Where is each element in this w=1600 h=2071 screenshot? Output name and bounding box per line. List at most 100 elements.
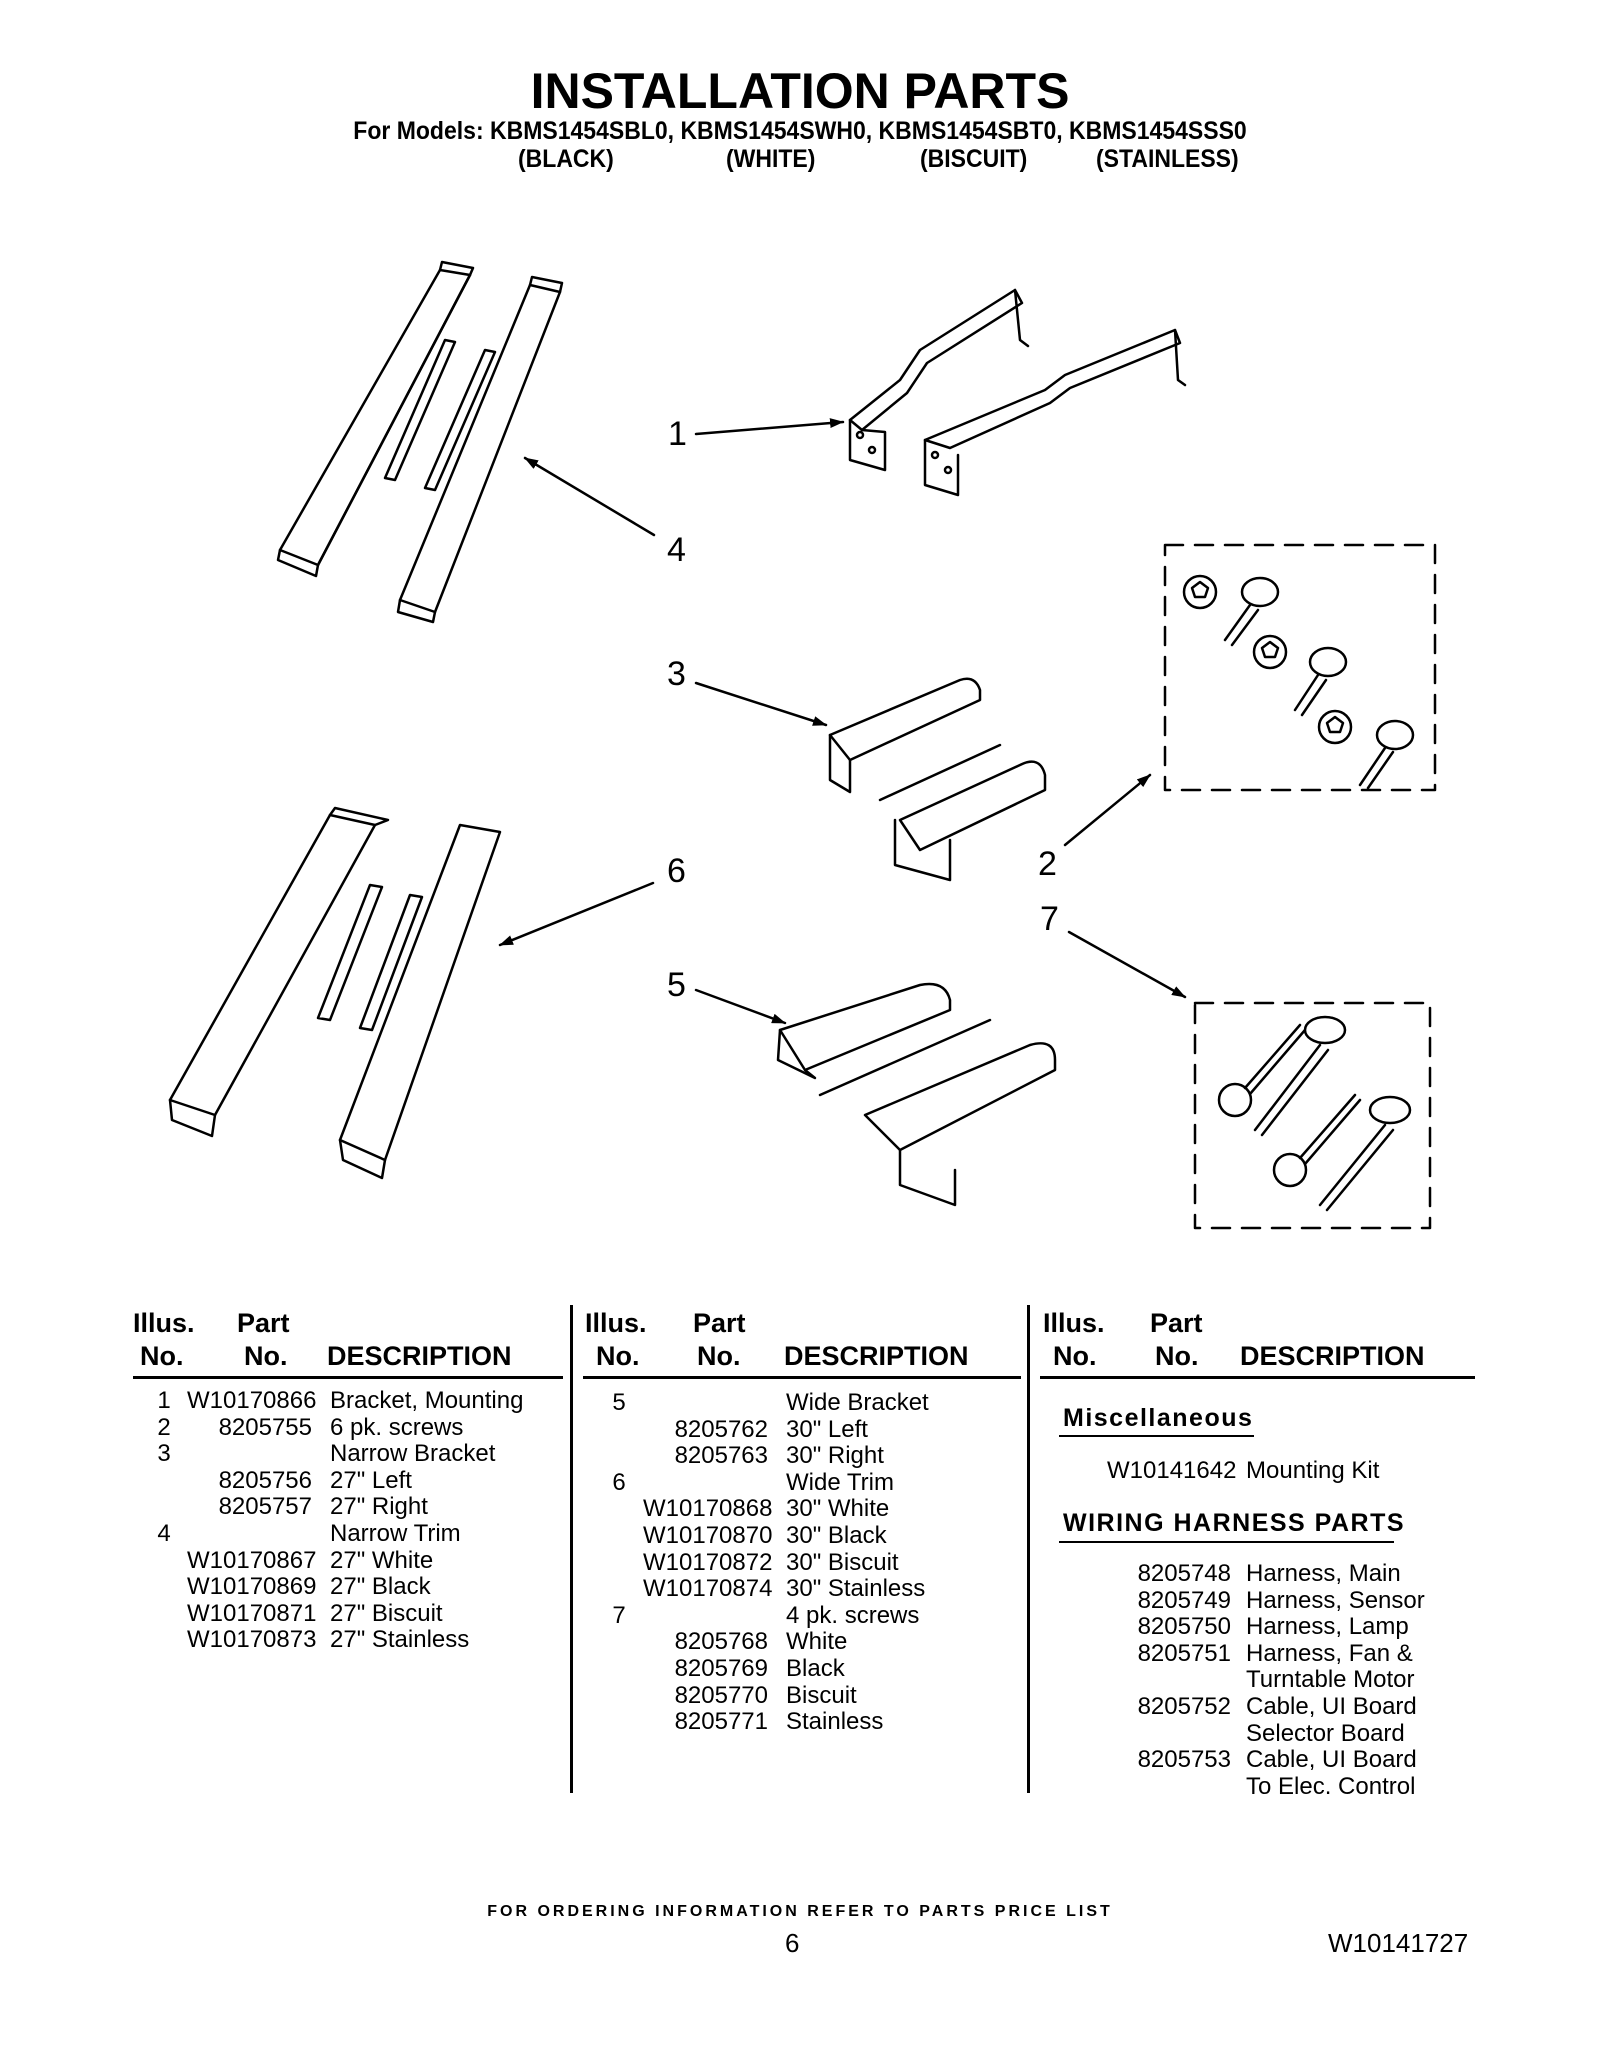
part-description: Harness, Lamp (1246, 1613, 1409, 1641)
part-number: W10170866 (187, 1387, 317, 1414)
col1-description-header: DESCRIPTION (327, 1341, 512, 1371)
misc-heading-rule (1059, 1435, 1254, 1437)
finish-stainless: (STAINLESS) (1096, 145, 1239, 173)
callout-3: 3 (667, 655, 686, 693)
six-pack-screws-drawing (1163, 543, 1437, 792)
page-number: 6 (785, 1928, 800, 1958)
part-description: 27" Stainless (330, 1626, 470, 1654)
column-divider-1 (570, 1305, 573, 1793)
part-description: 30" Right (786, 1442, 884, 1470)
part-description: 30" Stainless (786, 1575, 926, 1603)
part-number: W10170867 (187, 1546, 317, 1574)
col1-header-rule (133, 1376, 563, 1379)
part-description: 30" Left (786, 1415, 868, 1443)
col1-no-header: No. (140, 1341, 184, 1371)
part-number: 8205762 (674, 1415, 768, 1443)
mounting-bracket-drawing (848, 288, 1187, 497)
col2-description-header: DESCRIPTION (784, 1341, 969, 1371)
misc-heading: Miscellaneous (1063, 1404, 1254, 1432)
part-number: 8205769 (674, 1655, 768, 1682)
illus-number: 2 (157, 1413, 171, 1441)
callout-1: 1 (668, 415, 687, 453)
part-description: Narrow Bracket (330, 1440, 496, 1468)
part-number: W10170870 (643, 1522, 773, 1549)
part-number: 8205751 (1137, 1639, 1231, 1667)
part-description: Bracket, Mounting (330, 1387, 524, 1414)
page-title: INSTALLATION PARTS (530, 63, 1070, 119)
col3-part-header: Part (1150, 1308, 1203, 1338)
callout-4: 4 (667, 531, 686, 569)
callout-6: 6 (667, 852, 686, 890)
narrow-trim-drawing (276, 260, 564, 624)
part-description: 4 pk. screws (786, 1601, 920, 1629)
part-description: Selector Board (1246, 1719, 1405, 1747)
part-number: 8205763 (674, 1442, 768, 1470)
part-number: 8205768 (674, 1628, 768, 1656)
col1-illus-header: Illus. (133, 1308, 195, 1338)
part-description: 27" Black (330, 1573, 431, 1601)
leader-arrows (498, 418, 1187, 1025)
part-description: Harness, Fan & (1246, 1639, 1413, 1667)
part-description: 27" White (330, 1546, 434, 1574)
illus-number: 5 (612, 1389, 626, 1416)
col1-part-no-header: No. (244, 1341, 288, 1371)
part-number: W10170873 (187, 1626, 317, 1654)
wiring-heading: WIRING HARNESS PARTS (1063, 1509, 1406, 1537)
col3-illus-header: Illus. (1043, 1308, 1105, 1338)
part-description: 6 pk. screws (330, 1413, 464, 1441)
part-number: W10170874 (643, 1575, 773, 1603)
wide-bracket-drawing (776, 982, 1057, 1207)
part-description: Narrow Trim (330, 1520, 461, 1547)
part-description: 27" Left (330, 1466, 412, 1494)
col1-part-header: Part (237, 1308, 290, 1338)
part-number: 8205757 (218, 1493, 312, 1521)
narrow-bracket-drawing (828, 677, 1047, 882)
ordering-footer: FOR ORDERING INFORMATION REFER TO PARTS … (487, 1903, 1113, 1920)
illus-number: 7 (612, 1601, 626, 1629)
illus-number: 4 (157, 1520, 171, 1547)
callout-7: 7 (1040, 900, 1059, 938)
part-number: 8205750 (1137, 1613, 1231, 1641)
wiring-heading-rule (1059, 1541, 1394, 1543)
col2-part-no-header: No. (697, 1341, 741, 1371)
col3-header-rule (1040, 1376, 1475, 1379)
part-description: Harness, Main (1246, 1560, 1401, 1587)
part-number: 8205756 (218, 1466, 312, 1494)
part-description: Black (786, 1655, 845, 1682)
part-number: W10170869 (187, 1573, 317, 1601)
callout-2: 2 (1038, 845, 1057, 883)
finish-black: (BLACK) (518, 145, 614, 173)
part-number: W10170868 (643, 1495, 773, 1523)
parts-illustration (168, 260, 1437, 1230)
part-description: Turntable Motor (1246, 1666, 1415, 1694)
part-description: To Elec. Control (1246, 1772, 1416, 1800)
part-number: 8205755 (218, 1413, 312, 1441)
col2-header-rule (583, 1376, 1021, 1379)
part-number: 8205749 (1137, 1586, 1231, 1614)
misc-description: Mounting Kit (1246, 1457, 1380, 1484)
part-number: W10170872 (643, 1548, 773, 1576)
col3-no-header: No. (1053, 1341, 1097, 1371)
four-pack-screws-drawing (1193, 1001, 1432, 1230)
misc-part-number: W10141642 (1107, 1457, 1237, 1484)
document-number: W10141727 (1328, 1928, 1469, 1958)
part-description: 30" Biscuit (786, 1548, 899, 1576)
part-number: 8205753 (1137, 1746, 1231, 1774)
illus-number: 6 (612, 1468, 626, 1496)
part-description: Biscuit (786, 1681, 857, 1709)
part-description: Wide Bracket (786, 1389, 929, 1416)
part-description: Cable, UI Board (1246, 1746, 1417, 1774)
illus-number: 3 (157, 1440, 171, 1468)
part-description: 27" Right (330, 1493, 428, 1521)
col3-description-header: DESCRIPTION (1240, 1341, 1425, 1371)
finish-biscuit: (BISCUIT) (920, 145, 1028, 173)
part-description: 27" Biscuit (330, 1599, 443, 1627)
part-description: Wide Trim (786, 1468, 894, 1496)
part-description: White (786, 1628, 848, 1656)
finish-white: (WHITE) (726, 145, 816, 173)
col3-part-no-header: No. (1155, 1341, 1199, 1371)
part-description: 30" Black (786, 1522, 887, 1549)
column-divider-2 (1027, 1305, 1030, 1793)
part-number: 8205771 (674, 1708, 768, 1736)
models-line: For Models: KBMS1454SBL0, KBMS1454SWH0, … (353, 117, 1247, 145)
